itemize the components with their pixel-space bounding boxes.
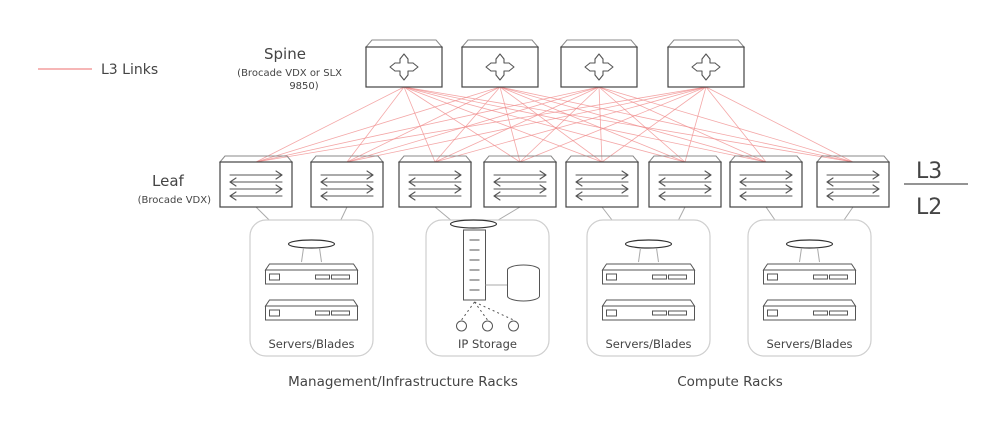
l3-link [255,86,405,163]
layer-l3-label: L3 [916,159,942,184]
l3-link [499,86,854,163]
l3-link [403,86,603,163]
l3-link [255,86,600,163]
l3-link [499,86,521,163]
l3-link [499,86,767,163]
switch-arrows-icon [826,170,880,201]
leaf-switch [482,155,558,208]
leaf-title: Leaf [152,172,185,190]
spine-switch [666,39,746,88]
l3-link [598,86,854,163]
server-unit [601,263,696,285]
l3-link [346,86,707,163]
l3-link [598,86,686,163]
storage-node-icon [456,320,467,332]
rack-storage: IP Storage [425,219,550,357]
group-compute-label: Compute Racks [677,374,782,390]
switch-arrows-icon [739,170,793,201]
switch-arrows-icon [229,170,283,201]
leaf-switch [309,155,385,208]
spine-switch [559,39,639,88]
layer-l2-label: L2 [916,195,942,220]
spine-switch [364,39,444,88]
rack-frame [747,219,872,357]
l3-link [601,86,707,163]
server-unit [601,299,696,321]
l3-link [255,86,707,163]
lag-ring [624,239,673,249]
leaf-switch [564,155,640,208]
l3-link [403,86,767,163]
legend-l3-label: L3 Links [101,62,158,78]
l3-link [684,86,707,163]
leaf-switches [218,155,891,208]
group-management-label: Management/Infrastructure Racks [288,374,518,390]
l3-link [434,86,501,163]
spine-subtitle-line2: 9850) [289,81,318,92]
rack-layer: Servers/Blades IP Storage Servers/Blades Se… [249,219,872,357]
l3-link [255,86,501,163]
storage-node-icon [508,320,519,332]
l3-link [403,86,521,163]
rack-servers: Servers/Blades [249,219,374,357]
l3-link [346,86,405,163]
l3-link [499,86,686,163]
l3-link [403,86,436,163]
storage-node-icon [482,320,493,332]
l3-link [519,86,600,163]
switch-arrows-icon [408,170,462,201]
rack-frame [586,219,711,357]
leaf-switch [728,155,804,208]
router-arrows-icon [584,53,614,81]
rack-frame [425,219,550,357]
leaf-switch [815,155,891,208]
server-unit [264,299,359,321]
leaf-switch [397,155,473,208]
router-arrows-icon [691,53,721,81]
leaf-subtitle: (Brocade VDX) [138,195,211,206]
router-arrows-icon [485,53,515,81]
l3-link [598,86,603,163]
spine-title: Spine [264,45,306,63]
lag-ring [785,239,834,249]
legend: L3 Links [38,62,158,78]
l3-link [434,86,600,163]
switch-arrows-icon [493,170,547,201]
l3-link [598,86,767,163]
rack-label: IP Storage [458,337,517,351]
spine-switch [460,39,540,88]
l3-link [519,86,707,163]
leaf-switch [647,155,723,208]
l3-link [705,86,854,163]
l3-link [403,86,854,163]
l3-link [346,86,501,163]
rack-label: Servers/Blades [605,337,691,351]
lag-ring [449,219,498,229]
spine-subtitle-line1: (Brocade VDX or SLX [237,68,342,79]
server-unit [762,263,857,285]
l3-link [499,86,603,163]
server-unit [762,299,857,321]
switch-arrows-icon [575,170,629,201]
rack-servers: Servers/Blades [747,219,872,357]
switch-arrows-icon [320,170,374,201]
l3-link [403,86,686,163]
leaf-switch [218,155,294,208]
storage-tower [463,229,486,301]
rack-label: Servers/Blades [268,337,354,351]
switch-arrows-icon [658,170,712,201]
layer-boundary: L3 L2 [904,159,968,220]
spine-switches [364,39,746,88]
l3-link [705,86,767,163]
router-arrows-icon [389,53,419,81]
rack-frame [249,219,374,357]
server-unit [264,263,359,285]
rack-label: Servers/Blades [766,337,852,351]
lag-ring [287,239,336,249]
disk-icon [507,264,540,302]
l3-link [346,86,600,163]
l3-link [434,86,707,163]
rack-servers: Servers/Blades [586,219,711,357]
